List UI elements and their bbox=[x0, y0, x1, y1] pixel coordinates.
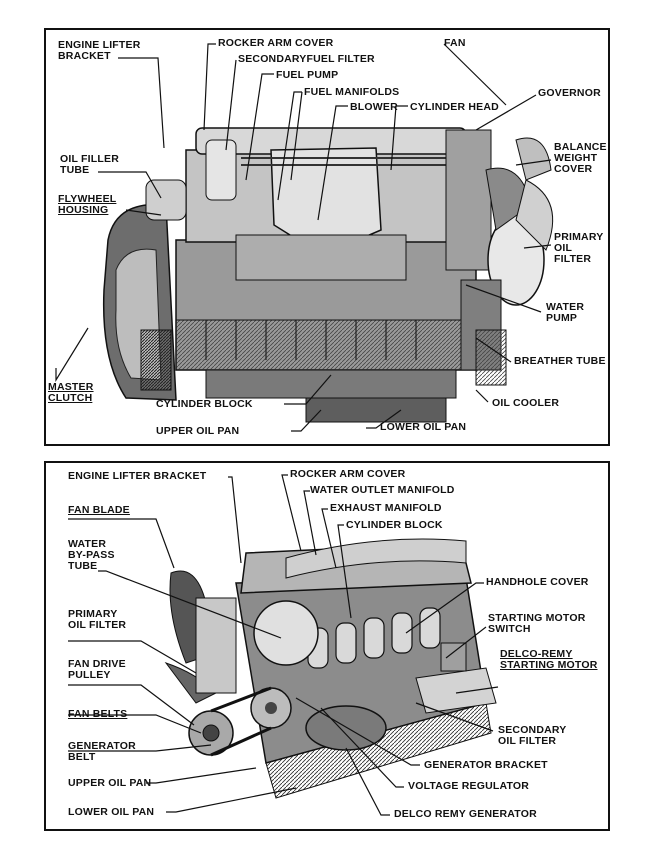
top-leader-lines bbox=[55, 43, 552, 432]
label-delco-remy-generator: DELCO REMY GENERATOR bbox=[394, 808, 537, 820]
label-line: MASTER bbox=[48, 381, 94, 393]
label-generator-bracket: GENERATOR BRACKET bbox=[424, 759, 548, 771]
label-governor: GOVERNOR bbox=[538, 87, 601, 99]
label-balance-weight-cover: BALANCE WEIGHT COVER bbox=[554, 142, 607, 175]
label-line: DELCO-REMY bbox=[500, 648, 573, 660]
label-fan-blade: FAN BLADE bbox=[68, 504, 130, 516]
label-primary-oil-filter: PRIMARY OIL FILTER bbox=[554, 232, 603, 265]
label-cylinder-head: CYLINDER HEAD bbox=[410, 101, 499, 113]
label-line: TUBE bbox=[60, 164, 90, 176]
label-delco-remy-starting-motor: DELCO-REMY STARTING MOTOR bbox=[500, 649, 598, 671]
label-line: WATER bbox=[546, 301, 585, 313]
label-line: OIL FILTER bbox=[498, 735, 557, 747]
label-line: FILTER bbox=[554, 253, 592, 265]
label-generator-belt: GENERATOR BELT bbox=[68, 741, 136, 763]
top-engine-figure: ENGINE LIFTER BRACKET ROCKER ARM COVER F… bbox=[44, 28, 610, 446]
label-rocker-arm-cover: ROCKER ARM COVER bbox=[290, 468, 406, 480]
label-line: PULLEY bbox=[68, 669, 111, 681]
label-line: HOUSING bbox=[58, 204, 109, 216]
label-handhole-cover: HANDHOLE COVER bbox=[486, 576, 589, 588]
label-line: SECONDARY bbox=[498, 724, 567, 736]
label-line: OIL bbox=[554, 242, 573, 254]
engine-body-top bbox=[102, 127, 554, 423]
label-line: BELT bbox=[68, 751, 96, 763]
label-water-outlet-manifold: WATER OUTLET MANIFOLD bbox=[310, 484, 455, 496]
label-fuel-manifolds: FUEL MANIFOLDS bbox=[304, 86, 400, 98]
label-line: PRIMARY bbox=[554, 231, 604, 243]
label-secondary-oil-filter: SECONDARY OIL FILTER bbox=[498, 725, 567, 747]
label-water-pump: WATER PUMP bbox=[546, 302, 584, 324]
label-fuel-pump: FUEL PUMP bbox=[276, 69, 339, 81]
label-line: FLYWHEEL bbox=[58, 193, 117, 205]
label-fan-belts: FAN BELTS bbox=[68, 708, 128, 720]
label-voltage-regulator: VOLTAGE REGULATOR bbox=[408, 780, 530, 792]
bottom-engine-figure: ENGINE LIFTER BRACKET ROCKER ARM COVER W… bbox=[44, 461, 610, 831]
label-lower-oil-pan: LOWER OIL PAN bbox=[380, 421, 467, 433]
label-water-bypass-tube: WATER BY-PASS TUBE bbox=[68, 539, 115, 572]
label-cylinder-block: CYLINDER BLOCK bbox=[156, 398, 253, 410]
label-fan: FAN bbox=[444, 37, 466, 49]
bottom-engine-illustration bbox=[68, 474, 499, 816]
label-exhaust-manifold: EXHAUST MANIFOLD bbox=[330, 502, 442, 514]
label-line: WEIGHT bbox=[554, 152, 598, 164]
label-line: PRIMARY bbox=[68, 608, 118, 620]
label-engine-lifter-bracket: ENGINE LIFTER BRACKET bbox=[68, 470, 207, 482]
label-line: GENERATOR bbox=[68, 740, 136, 752]
label-line: BALANCE bbox=[554, 141, 607, 153]
label-secondary-fuel-filter: SECONDARYFUEL FILTER bbox=[238, 53, 375, 65]
label-line: FAN DRIVE bbox=[68, 658, 126, 670]
label-line: OIL FILLER bbox=[60, 153, 119, 165]
label-line: STARTING MOTOR bbox=[488, 612, 586, 624]
label-line: BY-PASS bbox=[68, 549, 115, 561]
bottom-leader-lines bbox=[68, 474, 499, 816]
label-line: SWITCH bbox=[488, 623, 531, 635]
engine-body-bottom bbox=[164, 538, 497, 799]
label-upper-oil-pan: UPPER OIL PAN bbox=[68, 777, 152, 789]
label-master-clutch: MASTER CLUTCH bbox=[48, 382, 94, 404]
label-flywheel-housing: FLYWHEEL HOUSING bbox=[58, 194, 116, 216]
label-line: TUBE bbox=[68, 560, 98, 572]
label-fan-drive-pulley: FAN DRIVE PULLEY bbox=[68, 659, 126, 681]
label-primary-oil-filter: PRIMARY OIL FILTER bbox=[68, 609, 126, 631]
top-engine-illustration bbox=[55, 43, 554, 432]
label-line: WATER bbox=[68, 538, 107, 550]
label-line: OIL FILTER bbox=[68, 619, 127, 631]
label-breather-tube: BREATHER TUBE bbox=[514, 355, 606, 367]
label-line: ENGINE LIFTER bbox=[58, 39, 141, 51]
label-line: BRACKET bbox=[58, 50, 111, 62]
label-blower: BLOWER bbox=[350, 101, 398, 113]
label-oil-cooler: OIL COOLER bbox=[492, 397, 560, 409]
label-line: COVER bbox=[554, 163, 593, 175]
label-rocker-arm-cover: ROCKER ARM COVER bbox=[218, 37, 334, 49]
label-line: CLUTCH bbox=[48, 392, 93, 404]
label-line: STARTING MOTOR bbox=[500, 659, 598, 671]
label-oil-filler-tube: OIL FILLER TUBE bbox=[60, 154, 119, 176]
label-starting-motor-switch: STARTING MOTOR SWITCH bbox=[488, 613, 586, 635]
label-engine-lifter-bracket: ENGINE LIFTER BRACKET bbox=[58, 40, 141, 62]
label-line: PUMP bbox=[546, 312, 578, 324]
label-cylinder-block: CYLINDER BLOCK bbox=[346, 519, 443, 531]
label-lower-oil-pan: LOWER OIL PAN bbox=[68, 806, 155, 818]
label-upper-oil-pan: UPPER OIL PAN bbox=[156, 425, 240, 437]
